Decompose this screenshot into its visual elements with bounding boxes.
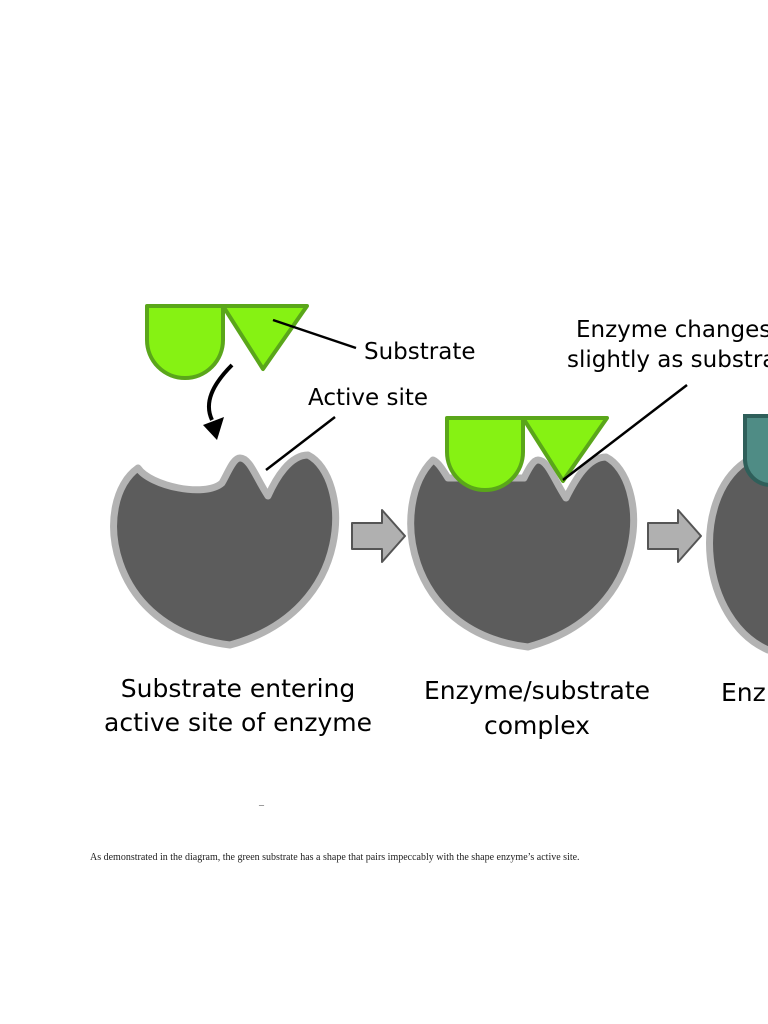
- stage3-label-line1: Enz: [721, 678, 766, 707]
- stage2-label-line1: Enzyme/substrate: [424, 676, 650, 705]
- stage2-label-line2: complex: [484, 711, 590, 740]
- active-site-pointer-line: [265, 416, 336, 471]
- enzyme-2: [407, 453, 638, 651]
- substrate-bound-half-circle: [445, 416, 525, 492]
- substrate-label: Substrate: [364, 339, 476, 365]
- entering-arrow-curve: [206, 363, 234, 421]
- enzyme-1: [110, 451, 340, 649]
- active-site-label: Active site: [308, 385, 428, 411]
- substrate-pointer-line: [272, 318, 357, 350]
- enzyme-changes-label-line1: Enzyme changes: [576, 317, 768, 343]
- stray-dash: –: [259, 800, 264, 811]
- substrate-free-half-circle: [145, 304, 225, 380]
- product-shape: [743, 414, 768, 487]
- enzyme-changes-pointer-line: [562, 384, 688, 481]
- enzyme-3: [706, 458, 768, 654]
- entering-arrow-head: [203, 417, 224, 440]
- stage1-label-line1: Substrate entering: [121, 674, 356, 703]
- enzyme-changes-label-line2: slightly as substrat: [567, 347, 768, 373]
- substrate-bound-triangle: [521, 416, 609, 483]
- substrate-free-triangle: [221, 304, 309, 371]
- stage1-label-line2: active site of enzyme: [104, 708, 372, 737]
- step-arrow-2: [647, 509, 702, 563]
- step-arrow-1: [351, 509, 406, 563]
- caption-text: As demonstrated in the diagram, the gree…: [90, 852, 580, 863]
